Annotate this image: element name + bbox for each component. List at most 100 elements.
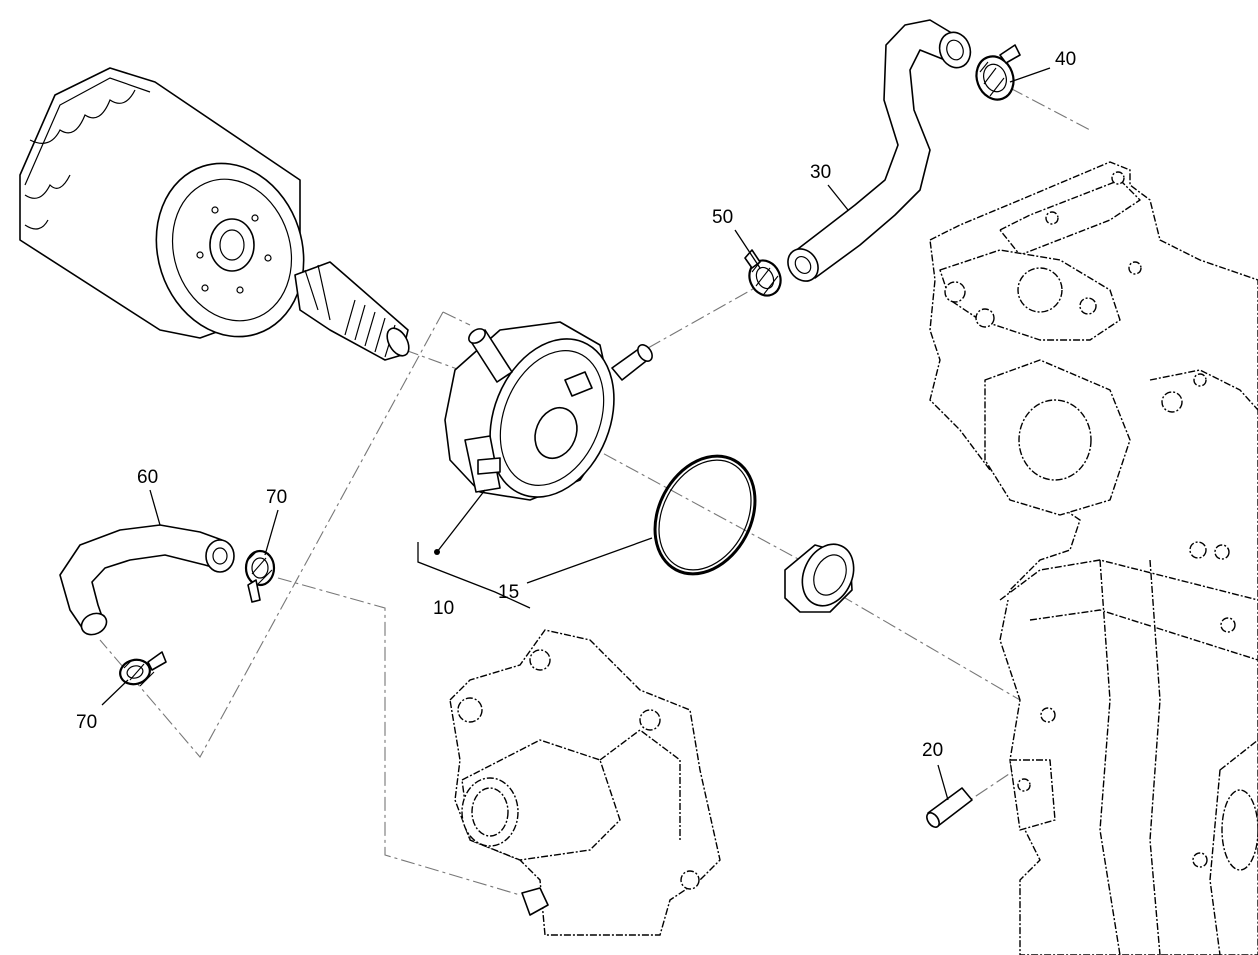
- centerline-seal-engine: [839, 594, 1021, 701]
- clamp-50-hatch: [751, 261, 779, 295]
- clamp-40: [975, 44, 1021, 101]
- oil-filter-center-bore: [219, 229, 245, 261]
- oil-filter-flutes-1: [29, 89, 136, 144]
- centerline-hose60-pump: [277, 577, 521, 896]
- threaded-nipple-end: [386, 327, 410, 357]
- engine-bolt-hole-10: [1214, 544, 1230, 560]
- engine-pin-boss: [1009, 759, 1056, 831]
- engine-rib-4: [1099, 559, 1121, 955]
- callout-10: 10: [433, 598, 454, 619]
- callout-30: 30: [810, 162, 831, 183]
- callout-70-lower: 70: [76, 712, 97, 733]
- centerline-cooler-clamp50: [647, 284, 761, 349]
- hose-30: [787, 19, 972, 282]
- clamp-40-band: [975, 55, 1015, 101]
- oil-filter-hole-5: [236, 286, 244, 294]
- centerline-clamp40-engine: [1009, 87, 1091, 131]
- hose-30-end-upper: [938, 31, 972, 69]
- engine-bolt-hole-4: [1111, 171, 1125, 185]
- engine-lower-port: [1221, 789, 1258, 871]
- oil-filter-hole-1: [196, 251, 204, 259]
- water-pump-outlet-bore: [471, 787, 509, 837]
- dowel-pin-end: [926, 812, 940, 828]
- leader-15: [526, 537, 653, 584]
- seal-ring: [784, 543, 855, 613]
- callout-60: 60: [137, 467, 158, 488]
- clamp-40-ear: [999, 44, 1021, 64]
- threaded-nipple-threads: [304, 264, 396, 358]
- engine-bolt-hole-7: [1161, 391, 1183, 413]
- clamp-70-lower-hatch: [123, 659, 155, 687]
- oil-cooler-assembly-bracket: [417, 542, 531, 609]
- hose-60-end-upper: [205, 539, 235, 573]
- water-pump-bolt-hole-2: [529, 649, 551, 671]
- seal-ring-face: [801, 543, 855, 607]
- hose-60: [59, 524, 235, 636]
- oil-cooler-face-ring: [499, 350, 605, 486]
- o-ring: [653, 454, 757, 576]
- leader-70-lower: [101, 679, 129, 706]
- clamp-70-upper-inner: [251, 557, 269, 579]
- engine-bolt-hole-1: [944, 281, 966, 303]
- water-pump-rib: [599, 729, 681, 840]
- oil-filter-gasket: [171, 178, 293, 322]
- callout-labels: 40 30 50 60 70 70 15 10 20: [76, 49, 1076, 761]
- centerline-cooler-top: [442, 311, 471, 326]
- engine-bolt-hole-9: [1189, 541, 1207, 559]
- oil-filter: [19, 67, 305, 339]
- engine-rib-2: [999, 559, 1258, 601]
- oil-cooler: [417, 321, 653, 609]
- oil-filter-center-thread: [209, 218, 255, 272]
- oil-cooler-outlet-end: [637, 344, 653, 362]
- clamp-70-lower-inner: [126, 665, 144, 679]
- clamp-40-hatch: [979, 61, 1005, 97]
- engine-cooler-port: [1018, 399, 1092, 481]
- oil-filter-hole-6: [201, 284, 209, 292]
- clamp-70-upper: [244, 549, 276, 603]
- leader-10: [436, 489, 486, 553]
- hose-30-bore-lower: [794, 256, 812, 274]
- leader-70-upper: [264, 509, 279, 556]
- engine-bolt-hole-13: [1192, 852, 1208, 868]
- callout-50: 50: [712, 207, 733, 228]
- engine-pin-hole: [1017, 778, 1031, 792]
- o-ring-inner: [658, 459, 752, 571]
- clamp-50-inner: [755, 266, 775, 290]
- leader-30: [827, 184, 849, 211]
- clamp-70-lower-ear: [147, 651, 167, 671]
- clamp-70-upper-ear: [247, 579, 261, 603]
- hose-30-end-lower: [787, 248, 819, 282]
- callout-15: 15: [498, 582, 519, 603]
- oil-filter-hole-2: [211, 206, 219, 214]
- leader-40: [1009, 67, 1051, 83]
- oil-cooler-tab: [564, 371, 593, 397]
- engine-rib-3: [1029, 609, 1258, 661]
- hose-60-end-lower: [80, 612, 108, 636]
- hose-60-bore-upper: [212, 547, 228, 565]
- clamp-40-inner: [983, 63, 1007, 93]
- engine-bolt-hole-3: [1079, 297, 1097, 315]
- leader-lines: [101, 67, 1051, 801]
- engine-bolt-hole-2: [975, 308, 995, 328]
- water-pump-bolt-hole-1: [457, 697, 483, 723]
- seal-ring-bore: [813, 554, 847, 596]
- oil-filter-hole-4: [264, 254, 272, 262]
- clamp-70-upper-band: [244, 549, 276, 587]
- o-ring-outer: [653, 454, 757, 576]
- hose-30-bore-upper: [946, 39, 964, 61]
- water-pump-bolt-hole-4: [680, 870, 700, 890]
- callout-70-upper: 70: [266, 487, 287, 508]
- engine-bolt-hole-5: [1045, 211, 1059, 225]
- oil-filter-flute-top: [24, 77, 151, 186]
- water-pump-bolt-hole-3: [639, 709, 661, 731]
- oil-cooler-bracket-slot: [477, 457, 501, 475]
- clamp-70-lower: [119, 651, 167, 687]
- engine-port-top: [1017, 267, 1063, 313]
- engine-block: [929, 161, 1258, 955]
- oil-filter-flutes-2: [24, 174, 71, 199]
- clamp-50: [744, 249, 782, 297]
- threaded-nipple: [294, 261, 410, 361]
- engine-bolt-hole-11: [1040, 707, 1056, 723]
- engine-rib-5: [1149, 559, 1161, 955]
